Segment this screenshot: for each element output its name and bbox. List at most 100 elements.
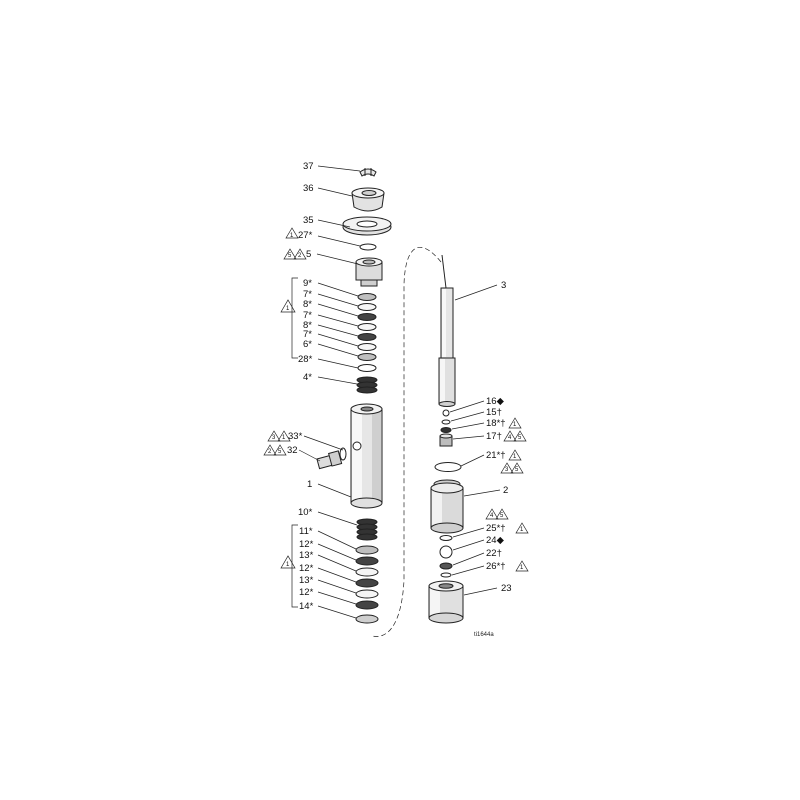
callout-labels: 37 36 35 27* 5 9* 7* 8* 7* 8* 7* 6* 28* …	[287, 161, 512, 638]
svg-text:1: 1	[520, 565, 524, 571]
callout-18: 18*†	[486, 418, 506, 429]
svg-text:1: 1	[520, 527, 524, 533]
callout-23: 23	[501, 583, 512, 594]
callout-37: 37	[303, 161, 314, 172]
callout-9: 9*	[303, 278, 312, 289]
svg-text:1: 1	[286, 306, 290, 312]
drawing-reference-code: ti1644a	[474, 632, 494, 638]
lower-packing-stack	[355, 545, 379, 624]
svg-text:1: 1	[513, 454, 517, 460]
callout-8a: 8*	[303, 299, 312, 310]
svg-text:1: 1	[282, 435, 286, 441]
part-26-o-ring	[440, 572, 452, 578]
part-32-fitting	[316, 450, 343, 470]
callout-22: 22†	[486, 548, 502, 559]
callout-28: 28*	[298, 354, 313, 365]
callout-8b: 8*	[303, 320, 312, 331]
callout-35: 35	[303, 215, 314, 226]
callout-4: 4*	[303, 372, 312, 383]
lower-packing-bracket	[291, 524, 298, 608]
note-triangle-2b: 5	[495, 508, 509, 520]
part-33-o-ring	[339, 447, 347, 461]
note-triangle-17b: 5	[513, 430, 527, 442]
svg-text:5: 5	[278, 449, 282, 455]
svg-text:5: 5	[500, 513, 504, 519]
callout-25: 25*†	[486, 523, 506, 534]
assembly-connector-dashed-line	[371, 246, 442, 637]
callout-21: 21*†	[486, 450, 506, 461]
part-10-spring	[356, 518, 378, 541]
note-triangle-18: 1	[508, 417, 522, 429]
callout-12c: 12*	[299, 587, 314, 598]
note-triangle-21c: 5	[510, 462, 524, 474]
part-37-clip	[359, 168, 377, 177]
callout-5: 5	[306, 249, 311, 260]
part-16-ball	[442, 409, 450, 417]
part-3-piston-rod	[438, 254, 456, 407]
callout-17: 17†	[486, 431, 502, 442]
callout-14: 14*	[299, 601, 314, 612]
part-23-foot-valve-housing	[428, 580, 464, 624]
note-triangle-27: 1	[285, 227, 299, 239]
note-triangle-lower-bracket: 1	[280, 555, 296, 569]
note-triangles: 1 5 2 1 3 1 2 5	[263, 227, 529, 572]
note-triangle-26: 1	[515, 560, 529, 572]
note-triangle-33b: 1	[277, 430, 291, 442]
note-triangle-33a: 3	[267, 430, 281, 442]
note-triangle-25: 1	[515, 522, 529, 534]
note-triangle-upper-bracket: 1	[280, 299, 296, 313]
callout-16: 16◆	[486, 396, 505, 407]
svg-text:5: 5	[515, 467, 519, 473]
part-22-seat	[439, 562, 453, 570]
note-triangle-21b: 3	[500, 462, 514, 474]
callout-3: 3	[501, 280, 506, 291]
callout-33: 33*	[288, 431, 303, 442]
svg-text:2: 2	[268, 449, 272, 455]
part-25-o-ring	[439, 535, 453, 541]
part-35-flange	[342, 216, 392, 236]
part-15-seal	[441, 419, 451, 425]
svg-text:3: 3	[272, 435, 276, 441]
note-triangle-5b: 2	[293, 248, 307, 260]
part-1-cylinder	[350, 403, 383, 509]
callout-13a: 13*	[299, 550, 314, 561]
leader-lines	[298, 165, 501, 619]
part-21-o-ring	[434, 462, 462, 472]
svg-text:1: 1	[286, 562, 290, 568]
callout-1: 1	[307, 479, 312, 490]
part-2-intake-housing	[430, 479, 464, 534]
callout-26: 26*†	[486, 561, 506, 572]
part-24-ball	[439, 545, 453, 559]
callout-11: 11*	[299, 526, 313, 537]
callout-12b: 12*	[299, 563, 314, 574]
part-27-o-ring	[359, 243, 377, 251]
callout-32: 32	[287, 445, 298, 456]
part-5-gland	[355, 257, 383, 287]
callout-7c: 7*	[303, 329, 312, 340]
note-triangle-32b: 5	[273, 444, 287, 456]
part-4-spring	[356, 376, 378, 394]
upper-packing-stack	[357, 293, 377, 372]
note-triangle-17a: 4	[503, 430, 517, 442]
callout-6: 6*	[303, 339, 312, 350]
part-18-seat	[440, 427, 452, 433]
svg-text:1: 1	[290, 233, 294, 239]
svg-text:1: 1	[513, 422, 517, 428]
part-36-nut	[351, 187, 385, 212]
callout-12a: 12*	[299, 539, 314, 550]
svg-text:3: 3	[505, 467, 509, 473]
callout-27: 27*	[298, 230, 313, 241]
svg-text:2: 2	[298, 253, 302, 259]
note-triangle-32a: 2	[263, 444, 277, 456]
callout-10: 10*	[298, 507, 313, 518]
svg-text:4: 4	[490, 513, 494, 519]
note-triangle-5a: 5	[283, 248, 297, 260]
svg-text:4: 4	[508, 435, 512, 441]
note-triangle-2a: 4	[485, 508, 499, 520]
callout-24: 24◆	[486, 535, 505, 546]
callout-7a: 7*	[303, 289, 312, 300]
callout-2: 2	[503, 485, 508, 496]
upper-packing-bracket	[291, 277, 298, 359]
note-triangle-21: 1	[508, 449, 522, 461]
